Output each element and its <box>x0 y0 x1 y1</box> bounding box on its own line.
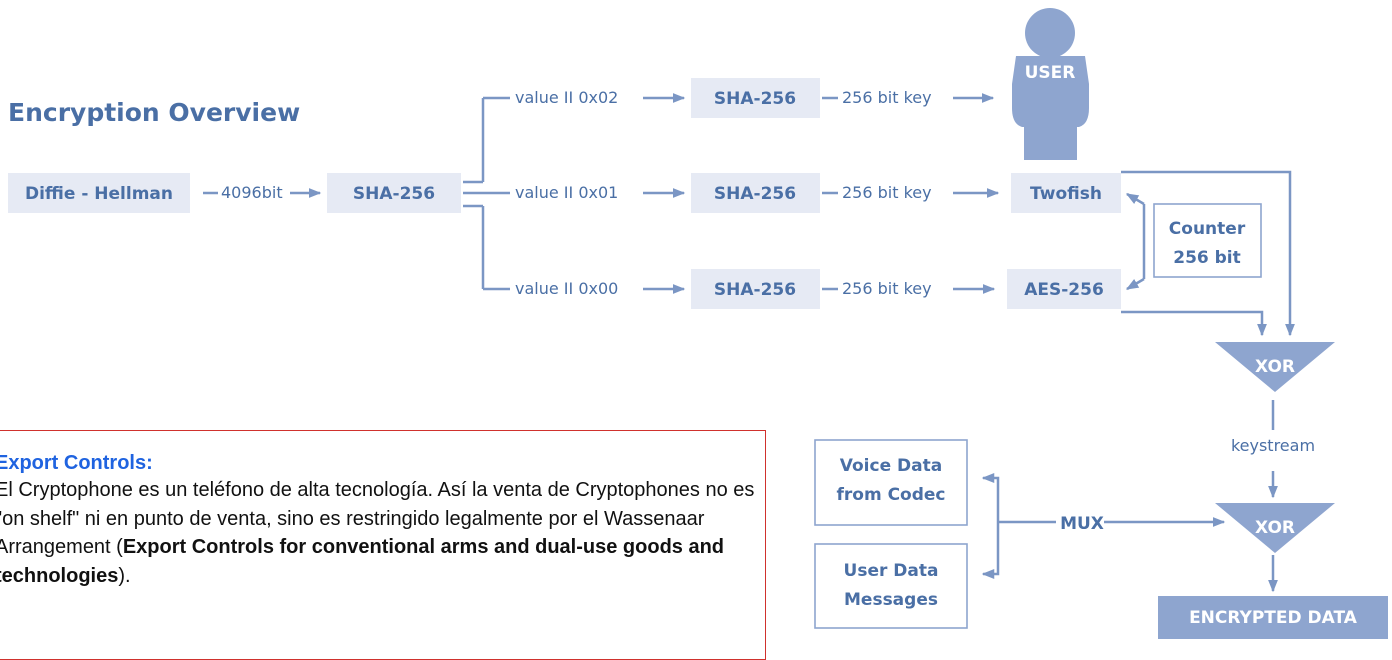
edge-value-mid-label: value II 0x01 <box>515 183 618 202</box>
encryption-diagram: Encryption Overview Diffie - Hellman 409… <box>8 8 1388 639</box>
user-label: USER <box>1025 63 1076 83</box>
encrypted-data-node <box>1158 596 1388 639</box>
encrypted-data-label: ENCRYPTED DATA <box>1189 608 1358 628</box>
twofish-label: Twofish <box>1030 184 1102 204</box>
export-controls-box: Export Controls: El Cryptophone es un te… <box>0 430 766 660</box>
export-text-bold: Export Controls for conventional arms an… <box>0 536 725 587</box>
diffie-hellman-node <box>8 173 190 213</box>
edge-key-bot-label: 256 bit key <box>842 279 932 298</box>
voice-data-line2: from Codec <box>836 485 945 505</box>
mux-to-voice-arrow <box>981 473 1000 490</box>
user-data-line1: User Data <box>844 561 939 581</box>
edge-key-mid-label: 256 bit key <box>842 183 932 202</box>
diffie-hellman-label: Diffie - Hellman <box>25 184 173 204</box>
edge-4096bit-label: 4096bit <box>221 183 283 202</box>
user-data-node <box>814 543 968 629</box>
edge-value-top-label: value II 0x02 <box>515 88 618 107</box>
export-text-part1: El Cryptophone es un teléfono de alta te… <box>0 479 755 558</box>
sha256-bot-node <box>691 269 820 309</box>
sha256-mid-label: SHA-256 <box>714 184 796 204</box>
counter-label-line2: 256 bit <box>1173 248 1241 268</box>
aes256-label: AES-256 <box>1024 280 1104 300</box>
edge-value-bot-label: value II 0x00 <box>515 279 618 298</box>
voice-data-line1: Voice Data <box>840 456 942 476</box>
mux-label: MUX <box>1060 514 1104 534</box>
export-controls-text: El Cryptophone es un teléfono de alta te… <box>0 476 755 590</box>
mux-to-userdata-arrow <box>981 560 1000 579</box>
twofish-node <box>1011 173 1121 213</box>
user-data-line2: Messages <box>844 590 938 610</box>
sha256-top-node <box>691 78 820 118</box>
aes256-node <box>1007 269 1121 309</box>
edge-keystream-label: keystream <box>1231 436 1315 455</box>
edge-key-top-label: 256 bit key <box>842 88 932 107</box>
twofish-to-xor-line <box>1121 170 1295 337</box>
sha256-main-label: SHA-256 <box>353 184 435 204</box>
export-controls-heading: Export Controls: <box>0 452 153 474</box>
xor2-node <box>1215 503 1335 553</box>
diagram-title: Encryption Overview <box>8 98 300 127</box>
counter-to-aes-arrow <box>1125 277 1145 291</box>
sha256-top-label: SHA-256 <box>714 89 796 109</box>
xor1-node <box>1215 342 1335 392</box>
counter-label-line1: Counter <box>1169 219 1246 239</box>
xor1-label: XOR <box>1255 357 1295 377</box>
counter-to-twofish-arrow <box>1125 192 1145 206</box>
xor2-label: XOR <box>1255 518 1295 538</box>
sha256-mid-node <box>691 173 820 213</box>
counter-node <box>1153 203 1262 278</box>
sha256-main-node <box>327 173 461 213</box>
sha256-bot-label: SHA-256 <box>714 280 796 300</box>
aes-to-xor-line <box>1121 310 1267 337</box>
export-text-part2: ). <box>118 564 131 587</box>
voice-data-node <box>814 439 968 526</box>
user-icon <box>1012 8 1089 160</box>
